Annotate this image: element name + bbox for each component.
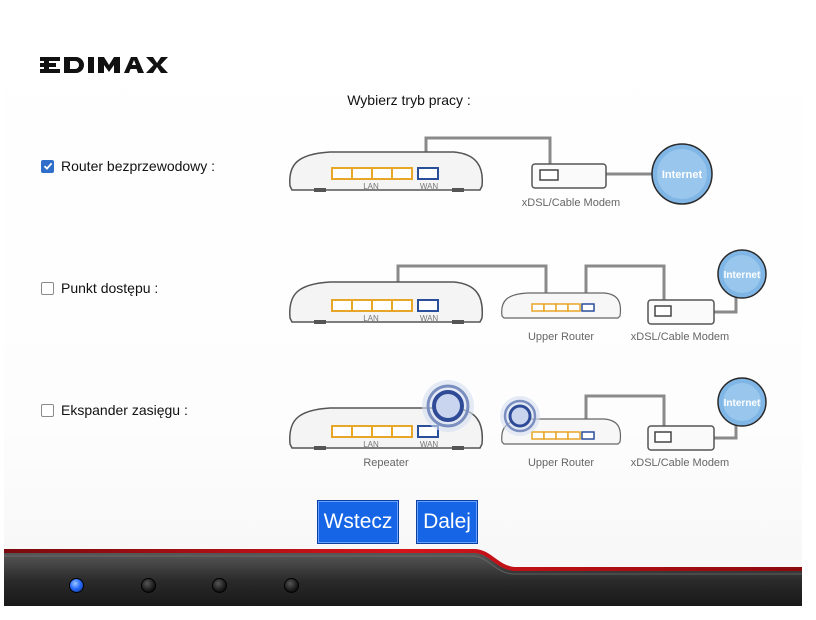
internet-label: Internet (724, 270, 761, 281)
wizard-panel: Wybierz tryb pracy : Router bezprzewodow… (4, 6, 802, 606)
diagram-access-point-mode: LAN WAN Upper Router xDSL/Cable Modem In… (289, 249, 767, 343)
modem-label: xDSL/Cable Modem (631, 457, 729, 469)
internet-globe: Internet (717, 377, 767, 427)
internet-label: Internet (724, 398, 761, 409)
repeater-label: Repeater (363, 457, 409, 469)
diagram-range-extender-mode: LAN WAN Repeater Upper Router xDSL (289, 377, 767, 469)
access-point-device: LAN WAN (289, 281, 484, 324)
internet-globe: Internet (717, 249, 767, 299)
modem-device: xDSL/Cable Modem (631, 425, 729, 469)
mode-option-router[interactable]: Router bezprzewodowy : (41, 158, 215, 174)
checkmark-icon (43, 162, 52, 170)
mode-option-access-point[interactable]: Punkt dostępu : (41, 280, 158, 296)
status-led-3 (212, 578, 227, 593)
wireless-signal-icon (422, 380, 474, 432)
upper-router-device: Upper Router (501, 292, 622, 343)
wan-label: WAN (420, 314, 439, 323)
modem-label: xDSL/Cable Modem (631, 331, 729, 343)
wan-label: WAN (420, 440, 439, 449)
status-led-2 (141, 578, 156, 593)
back-button[interactable]: Wstecz (317, 500, 399, 544)
checkbox-router[interactable] (41, 159, 54, 173)
upper-router-label: Upper Router (528, 331, 594, 343)
modem-label: xDSL/Cable Modem (522, 197, 620, 209)
wan-label: WAN (420, 182, 439, 191)
checkbox-range-extender[interactable] (41, 403, 54, 417)
status-led-1 (69, 578, 84, 593)
modem-device: xDSL/Cable Modem (631, 299, 729, 343)
modem-device: xDSL/Cable Modem (522, 163, 620, 209)
upper-router-label: Upper Router (528, 457, 594, 469)
diagram-router-mode: LAN WAN xDSL/Cable Modem Internet (289, 136, 713, 209)
mode-label-range-extender: Ekspander zasięgu : (61, 402, 188, 418)
page-title: Wybierz tryb pracy : (347, 92, 471, 108)
mode-option-range-extender[interactable]: Ekspander zasięgu : (41, 402, 188, 418)
device-front-panel (4, 549, 802, 606)
edimax-logo (40, 57, 168, 73)
mode-label-access-point: Punkt dostępu : (61, 280, 159, 296)
mode-label-router: Router bezprzewodowy : (61, 158, 216, 174)
next-button[interactable]: Dalej (416, 500, 478, 544)
lan-label: LAN (363, 182, 379, 191)
upper-router-device: Upper Router (501, 418, 622, 469)
internet-label: Internet (662, 169, 703, 181)
status-led-4 (284, 578, 299, 593)
internet-globe: Internet (651, 143, 713, 205)
checkbox-access-point[interactable] (41, 281, 54, 295)
lan-label: LAN (363, 314, 379, 323)
lan-label: LAN (363, 440, 379, 449)
wireless-signal-icon (500, 396, 540, 436)
router-device: LAN WAN (289, 151, 484, 192)
